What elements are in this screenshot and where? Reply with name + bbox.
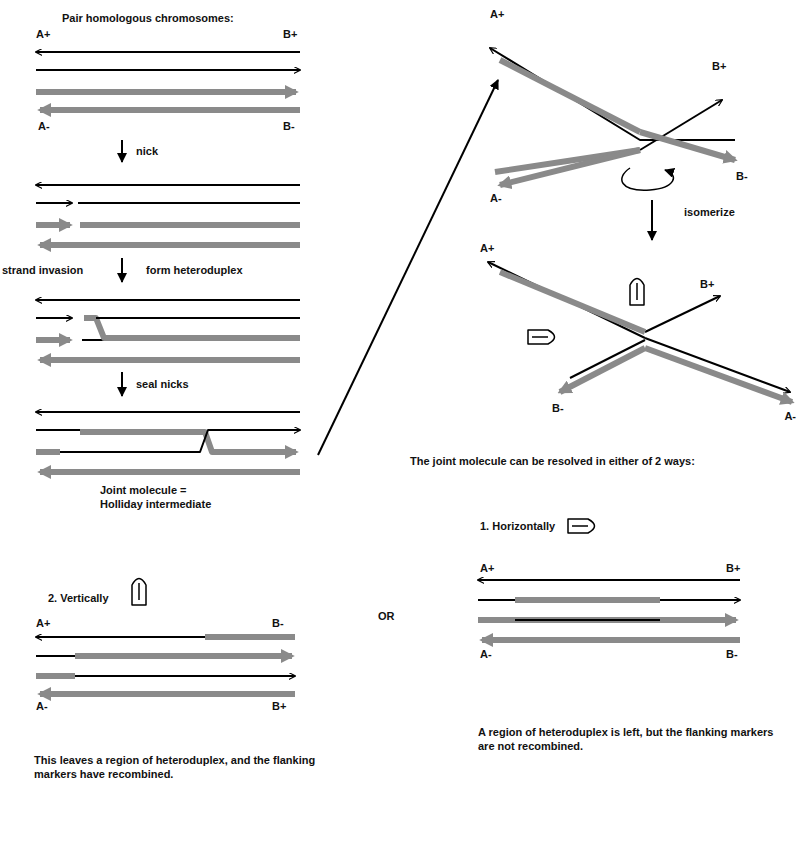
- dna-strands: [36, 637, 295, 694]
- marker-label: A-: [480, 648, 492, 662]
- note: The joint molecule can be resolved in ei…: [410, 455, 695, 469]
- heading: Pair homologous chromosomes:: [62, 12, 234, 26]
- marker-label: B+: [272, 700, 286, 714]
- marker-label: B+: [700, 278, 714, 292]
- dna-strands: [36, 52, 300, 110]
- dna-strands: [36, 412, 300, 472]
- dna-strands: [478, 580, 740, 640]
- option-label: 1. Horizontally: [480, 520, 555, 534]
- marker-label: B-: [552, 402, 564, 416]
- marker-label: B-: [736, 170, 748, 184]
- caption-label: Joint molecule = Holliday intermediate: [100, 484, 220, 512]
- step-label: form heteroduplex: [146, 264, 243, 278]
- marker-label: A-: [36, 700, 48, 714]
- dna-strands: [36, 185, 300, 245]
- dna-strands: [36, 300, 300, 360]
- step-label: strand invasion: [2, 264, 83, 278]
- or-label: OR: [378, 610, 395, 624]
- marker-label: A+: [490, 8, 504, 22]
- step-label: isomerize: [684, 206, 735, 220]
- marker-label: B+: [712, 60, 726, 74]
- holliday-junction: [488, 262, 792, 402]
- note: A region of heteroduplex is left, but th…: [478, 726, 778, 754]
- step-label: seal nicks: [136, 378, 189, 392]
- marker-label: B-: [272, 617, 284, 631]
- holliday-junction: [490, 48, 735, 185]
- marker-label: B-: [726, 648, 738, 662]
- step-label: nick: [136, 145, 158, 159]
- marker-label: A+: [480, 562, 494, 576]
- marker-label: A-: [784, 410, 796, 424]
- marker-label: A-: [38, 120, 50, 134]
- cut-icon: [132, 279, 644, 606]
- marker-label: A-: [490, 192, 502, 206]
- marker-label: B+: [726, 562, 740, 576]
- marker-label: B+: [283, 28, 297, 42]
- marker-label: A+: [36, 28, 50, 42]
- note: This leaves a region of heteroduplex, an…: [34, 754, 334, 782]
- marker-label: A+: [480, 242, 494, 256]
- marker-label: B-: [283, 120, 295, 134]
- marker-label: A+: [36, 617, 50, 631]
- option-label: 2. Vertically: [48, 592, 109, 606]
